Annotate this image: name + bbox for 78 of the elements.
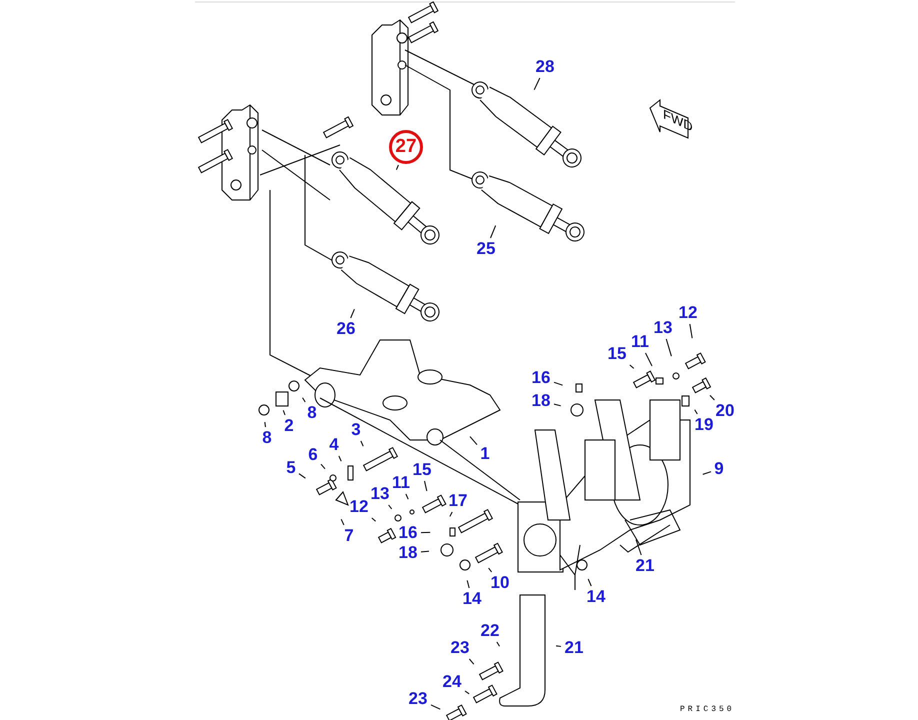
callout-number: 14 (462, 589, 482, 609)
callout-number: 19 (694, 415, 714, 435)
callout-number: 6 (307, 445, 319, 465)
callout-number: 12 (678, 303, 698, 323)
highlighted-callout-number: 27 (389, 130, 423, 164)
leader-line (298, 473, 306, 479)
leader-line (264, 422, 266, 428)
callout-number: 8 (261, 428, 273, 448)
leader-line (636, 539, 642, 556)
leader-line (710, 394, 715, 400)
leader-line (405, 494, 409, 500)
callout-number: 12 (348, 497, 370, 517)
callout-number: 13 (370, 484, 390, 504)
callout-number: 15 (412, 460, 432, 480)
leader-line (302, 397, 306, 402)
leader-line (466, 580, 470, 588)
leader-line (430, 704, 441, 710)
callout-number: 7 (343, 526, 355, 546)
callout-number: 9 (713, 459, 725, 479)
callout-number: 11 (630, 332, 650, 352)
leader-line (420, 550, 430, 552)
leader-line (702, 471, 712, 475)
callout-number: 3 (350, 420, 362, 440)
leader-line (556, 645, 562, 647)
leader-line (464, 690, 470, 694)
leader-line (449, 512, 453, 517)
leader-line (371, 518, 376, 522)
callout-number: 20 (714, 401, 736, 421)
callout-number: 26 (336, 319, 356, 339)
leader-line (534, 78, 540, 90)
callout-number: 25 (476, 239, 496, 259)
leader-line (420, 532, 431, 534)
callout-number: 24 (442, 672, 462, 692)
callout-number: 18 (398, 543, 418, 563)
callout-number: 10 (490, 573, 510, 593)
leader-line (282, 410, 286, 416)
leader-line (360, 440, 364, 447)
leader-line (645, 352, 652, 366)
leader-line (388, 504, 392, 510)
callout-number: 2 (283, 416, 295, 436)
leader-line (340, 518, 344, 526)
callout-number: 15 (606, 344, 628, 364)
leader-line (554, 404, 562, 406)
leader-line (468, 658, 474, 665)
leader-line (488, 568, 492, 572)
callout-number: 14 (586, 587, 606, 607)
callout-number: 13 (652, 318, 674, 338)
leader-line (694, 409, 698, 414)
callout-number: 28 (534, 57, 556, 77)
callout-number: 23 (450, 638, 470, 658)
callout-number: 16 (530, 368, 552, 388)
callout-number: 4 (328, 435, 340, 455)
leader-line (629, 364, 634, 369)
callout-number: 18 (530, 391, 552, 411)
leader-line (350, 308, 355, 318)
leader-line (470, 436, 478, 446)
drawing-code: PRIC350 (680, 705, 735, 714)
callout-number: 1 (479, 444, 491, 464)
callout-number: 23 (408, 689, 428, 709)
callout-number: 21 (564, 638, 584, 658)
leader-line (689, 324, 693, 339)
leader-line (320, 464, 326, 470)
leader-line (490, 225, 496, 238)
callout-number: 16 (398, 523, 418, 543)
leader-line (496, 642, 500, 647)
callout-number: 8 (306, 403, 318, 423)
callout-number: 17 (448, 491, 468, 511)
callout-number: 5 (285, 458, 297, 478)
leader-line (338, 456, 342, 462)
direction-label: FWD (663, 106, 693, 135)
callout-number: 11 (391, 473, 411, 493)
leader-line (554, 382, 564, 386)
callout-number: 22 (480, 621, 500, 641)
callout-number: 21 (634, 556, 656, 576)
leader-line (424, 480, 428, 492)
leader-line (666, 338, 672, 357)
leader-line (588, 578, 592, 586)
leader-line (396, 164, 399, 170)
